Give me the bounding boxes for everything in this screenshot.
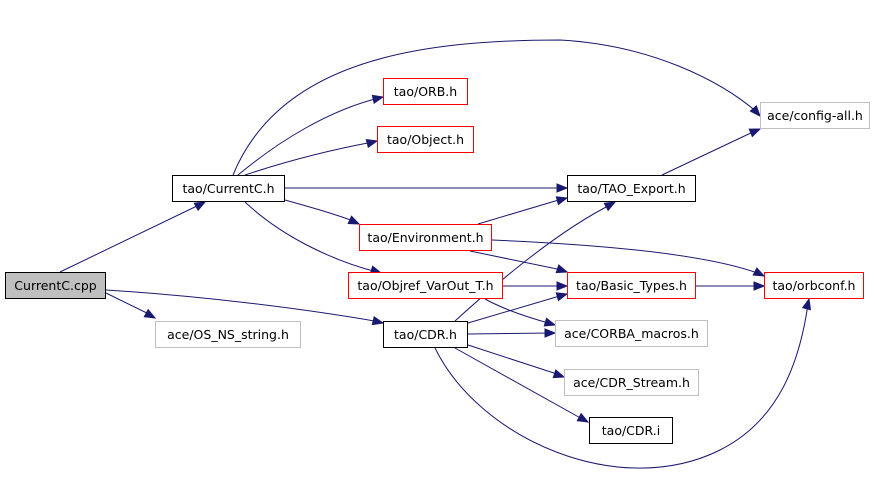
edge-currentc-cpp-to-currentc-h-arrowhead bbox=[193, 201, 207, 212]
edge-environment-to-tao-export-arrowhead bbox=[555, 196, 569, 206]
node-currentc-cpp[interactable]: CurrentC.cpp bbox=[5, 272, 106, 299]
node-tao-object-h[interactable]: tao/Object.h bbox=[377, 126, 474, 153]
node-tao-cdr-h[interactable]: tao/CDR.h bbox=[383, 321, 468, 348]
edge-currentc-h-to-orb-h-arrowhead bbox=[371, 94, 385, 104]
edge-currentc-h-to-tao-export-arrowhead bbox=[556, 183, 569, 193]
edge-currentc-cpp-to-os-ns-string bbox=[105, 292, 154, 317]
edge-cdr-h-to-cdr-i-arrowhead bbox=[576, 412, 590, 423]
edge-basic-types-to-orbconf-arrowhead bbox=[753, 281, 766, 291]
edge-cdr-h-to-orbconf-arrowhead bbox=[801, 297, 812, 311]
edge-cdr-h-to-cdr-stream bbox=[467, 344, 561, 376]
edge-currentc-h-to-object-h-arrowhead bbox=[365, 138, 379, 149]
edge-environment-to-tao-export bbox=[477, 198, 563, 225]
edge-environment-to-orbconf-arrowhead bbox=[752, 267, 766, 277]
edge-tao-export-to-config-all bbox=[661, 130, 756, 176]
edge-cdr-h-to-orbconf bbox=[434, 303, 809, 469]
edge-cdr-h-to-cdr-stream-arrowhead bbox=[552, 369, 566, 379]
edge-cdr-h-to-corba-macros-arrowhead bbox=[544, 328, 557, 338]
node-tao-orb-h[interactable]: tao/ORB.h bbox=[383, 78, 468, 105]
edge-currentc-h-to-environment-arrowhead bbox=[347, 215, 361, 225]
node-tao-environment-h[interactable]: tao/Environment.h bbox=[359, 224, 492, 251]
edge-currentc-cpp-to-cdr-h bbox=[105, 289, 381, 323]
edge-cdr-h-to-basic-types-arrowhead bbox=[555, 292, 569, 302]
edge-cdr-h-to-basic-types bbox=[467, 294, 564, 324]
edge-currentc-h-to-orb-h bbox=[237, 97, 380, 176]
edge-objref-varout-to-corba-macros bbox=[484, 298, 553, 325]
edge-currentc-cpp-to-cdr-h-arrowhead bbox=[371, 316, 385, 326]
node-tao-basic-types-h[interactable]: tao/Basic_Types.h bbox=[567, 272, 696, 299]
edge-cdr-h-to-tao-export-arrowhead bbox=[603, 201, 617, 212]
edge-currentc-cpp-to-currentc-h bbox=[59, 204, 200, 273]
edge-currentc-h-to-object-h bbox=[244, 141, 374, 176]
edge-environment-to-orbconf bbox=[491, 239, 761, 275]
edge-currentc-h-to-environment bbox=[284, 199, 357, 223]
edge-environment-to-basic-types bbox=[469, 250, 563, 271]
node-tao-orbconf-h[interactable]: tao/orbconf.h bbox=[764, 272, 864, 299]
edge-currentc-h-to-config-all-arrowhead bbox=[749, 105, 761, 118]
edge-environment-to-basic-types-arrowhead bbox=[555, 264, 569, 274]
edge-currentc-h-to-config-all bbox=[232, 39, 759, 176]
edge-cdr-h-to-tao-export bbox=[454, 203, 613, 322]
edge-objref-varout-to-basic-types-arrowhead bbox=[556, 281, 569, 291]
node-ace-config-all-h[interactable]: ace/config-all.h bbox=[760, 102, 870, 129]
node-tao-cdr-i[interactable]: tao/CDR.i bbox=[589, 417, 673, 444]
edge-currentc-cpp-to-os-ns-string-arrowhead bbox=[143, 308, 157, 319]
node-ace-os-ns-string-h[interactable]: ace/OS_NS_string.h bbox=[155, 321, 301, 348]
node-ace-corba-macros-h[interactable]: ace/CORBA_macros.h bbox=[555, 320, 708, 347]
edge-tao-export-to-config-all-arrowhead bbox=[748, 128, 762, 138]
edge-objref-varout-to-corba-macros-arrowhead bbox=[543, 317, 557, 327]
edge-cdr-h-to-cdr-i bbox=[454, 347, 585, 421]
edge-cdr-h-to-corba-macros bbox=[467, 332, 552, 335]
node-ace-cdr-stream-h[interactable]: ace/CDR_Stream.h bbox=[564, 369, 699, 396]
node-tao-tao-export-h[interactable]: tao/TAO_Export.h bbox=[567, 175, 696, 202]
node-tao-currentc-h[interactable]: tao/CurrentC.h bbox=[172, 175, 285, 202]
node-tao-objref-varout-t-h[interactable]: tao/Objref_VarOut_T.h bbox=[348, 272, 503, 299]
edge-currentc-h-to-objref-varout bbox=[244, 201, 378, 273]
